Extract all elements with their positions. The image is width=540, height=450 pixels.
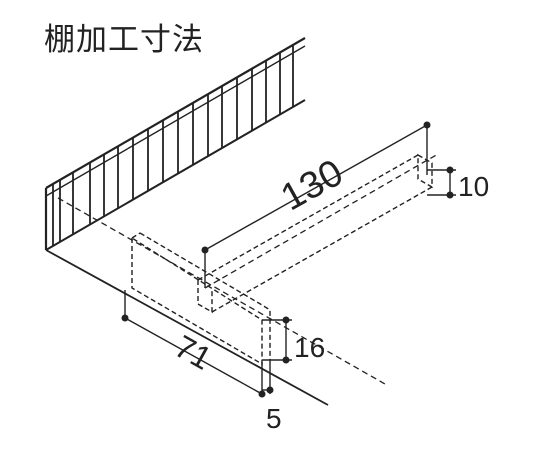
dim-130-line xyxy=(201,121,431,288)
dim-10-label: 10 xyxy=(458,171,489,202)
dim-5-label: 5 xyxy=(266,403,282,434)
dim-16-line xyxy=(262,316,292,364)
dim-5-line xyxy=(262,362,274,394)
dim-71-label: 71 xyxy=(169,328,218,377)
center-line xyxy=(57,153,439,385)
dim-10-line xyxy=(427,166,456,199)
page-title: 棚加工寸法 xyxy=(44,22,204,58)
railing xyxy=(44,37,306,251)
shelf-edge xyxy=(45,249,329,406)
dim-16-label: 16 xyxy=(294,332,325,363)
dim-130-label: 130 xyxy=(274,152,350,219)
dim-71-line xyxy=(121,290,266,398)
